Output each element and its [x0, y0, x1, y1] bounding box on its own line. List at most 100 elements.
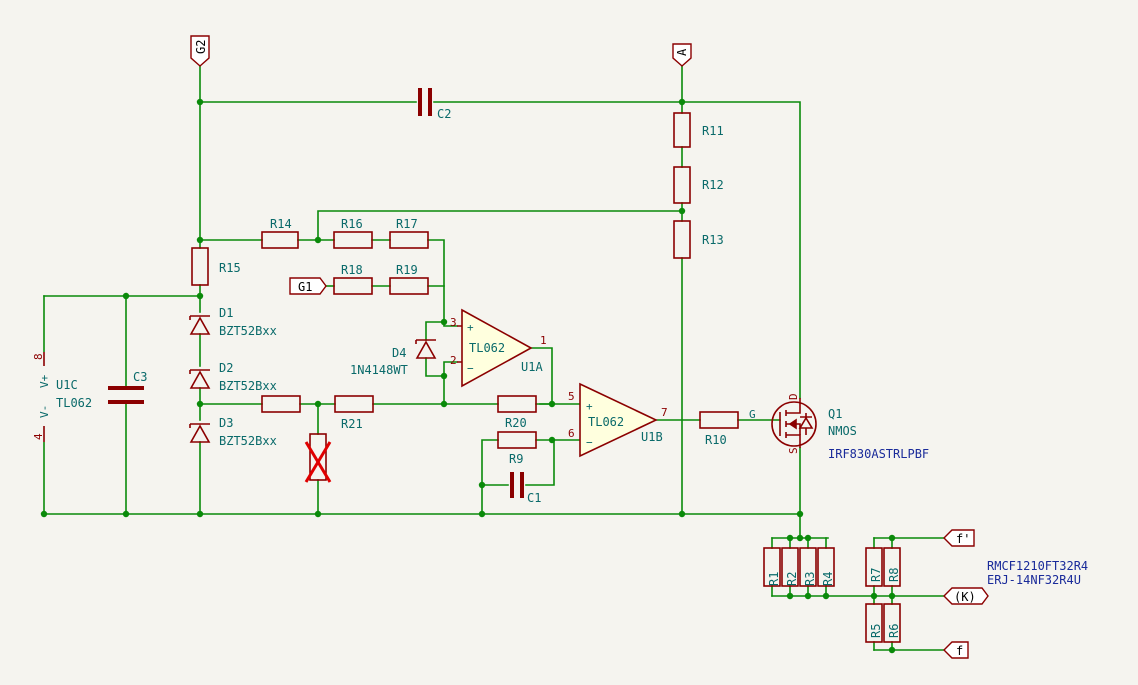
opamp-u1b[interactable]: + − 5 6 7 TL062 U1B: [568, 382, 668, 458]
shunt-part-line2: ERJ-14NF32R4U: [987, 573, 1081, 587]
port-a-label: A: [675, 48, 689, 56]
resistor-r19[interactable]: R19: [389, 263, 429, 295]
d4-ref: D4: [392, 346, 406, 360]
port-a[interactable]: A: [672, 43, 692, 67]
r9-ref: R9: [509, 452, 523, 466]
opamp-u1c-power[interactable]: 8 V+ V- 4 U1C TL062: [32, 352, 92, 442]
shunt-part-numbers: RMCF1210FT32R4 ERJ-14NF32R4U: [987, 559, 1088, 587]
r16-ref: R16: [341, 217, 363, 231]
resistor-r12[interactable]: R12: [673, 166, 724, 204]
resistor-r13[interactable]: R13: [673, 220, 724, 259]
u1a-pin-1: 1: [540, 334, 547, 347]
u1c-vplus-label: V+: [38, 374, 51, 388]
r4-ref: R4: [821, 572, 835, 586]
zener-d3[interactable]: D3 BZT52Bxx: [189, 416, 277, 448]
resistor-r4[interactable]: R4: [817, 547, 835, 587]
q1-ref: Q1: [828, 407, 842, 421]
diode-d4[interactable]: D4 1N4148WT: [350, 339, 437, 377]
u1c-pin-8: 8: [32, 353, 45, 360]
r7-ref: R7: [869, 568, 883, 582]
d3-value: BZT52Bxx: [219, 434, 277, 448]
port-g2[interactable]: G2: [190, 35, 210, 67]
resistor-r2[interactable]: R2: [781, 547, 799, 587]
u1c-ref: U1C: [56, 378, 78, 392]
u1b-plus-symbol: +: [586, 400, 593, 413]
port-k[interactable]: (K): [943, 587, 989, 605]
port-f-prime[interactable]: f': [943, 529, 975, 547]
u1b-minus-symbol: −: [586, 436, 593, 449]
c3-ref: C3: [133, 370, 147, 384]
q1-pin-d: D: [787, 393, 800, 400]
port-f[interactable]: f: [943, 641, 969, 659]
mosfet-q1[interactable]: G D S Q1 NMOS IRF830ASTRLPBF: [749, 393, 929, 461]
shunt-part-line1: RMCF1210FT32R4: [987, 559, 1088, 573]
d2-value: BZT52Bxx: [219, 379, 277, 393]
q1-value: NMOS: [828, 424, 857, 438]
opamp-u1a[interactable]: + − 3 2 1 TL062 U1A: [450, 308, 547, 388]
resistor-r10[interactable]: R10: [699, 411, 739, 447]
capacitor-c3[interactable]: C3: [108, 370, 147, 404]
resistor-r1[interactable]: R1: [763, 547, 781, 587]
u1a-pin-3: 3: [450, 316, 457, 329]
resistor-r14[interactable]: R14: [261, 217, 299, 249]
d4-value: 1N4148WT: [350, 363, 408, 377]
r1-ref: R1: [767, 572, 781, 586]
port-g1-label: G1: [298, 280, 312, 294]
r8-ref: R8: [887, 568, 901, 582]
resistor-r3[interactable]: R3: [799, 547, 817, 587]
u1b-ref: U1B: [641, 430, 663, 444]
u1a-minus-symbol: −: [467, 362, 474, 375]
r18-ref: R18: [341, 263, 363, 277]
u1b-pin-7: 7: [661, 406, 668, 419]
resistor-r18[interactable]: R18: [333, 263, 373, 295]
capacitor-c1[interactable]: C1: [510, 472, 541, 505]
q1-pin-s: S: [787, 447, 800, 454]
r10-ref: R10: [705, 433, 727, 447]
resistor-r17[interactable]: R17: [389, 217, 429, 249]
r17-ref: R17: [396, 217, 418, 231]
u1a-plus-symbol: +: [467, 321, 474, 334]
resistor-r15[interactable]: R15: [191, 247, 241, 286]
resistor-r21[interactable]: R21: [334, 395, 374, 431]
d1-value: BZT52Bxx: [219, 324, 277, 338]
junctions: [40, 98, 896, 654]
r15-ref: R15: [219, 261, 241, 275]
r13-ref: R13: [702, 233, 724, 247]
port-g1[interactable]: G1: [289, 277, 327, 295]
r12-ref: R12: [702, 178, 724, 192]
zener-d1[interactable]: D1 BZT52Bxx: [189, 306, 277, 338]
port-g2-label: G2: [194, 40, 208, 54]
resistor-r5[interactable]: R5: [865, 603, 883, 643]
u1b-value: TL062: [588, 415, 624, 429]
resistor-r8[interactable]: R8: [883, 547, 901, 587]
u1a-ref: U1A: [521, 360, 543, 374]
r5-ref: R5: [869, 624, 883, 638]
u1c-vminus-label: V-: [38, 405, 51, 418]
u1a-pin-2: 2: [450, 354, 457, 367]
port-f-prime-label: f': [956, 532, 970, 546]
u1a-value: TL062: [469, 341, 505, 355]
q1-part-number: IRF830ASTRLPBF: [828, 447, 929, 461]
u1c-pin-4: 4: [32, 433, 45, 440]
resistor-r6[interactable]: R6: [883, 603, 901, 643]
resistor-r9[interactable]: R9: [497, 431, 537, 466]
q1-gate-label: G: [749, 408, 756, 421]
zener-d2[interactable]: D2 BZT52Bxx: [189, 361, 277, 393]
d1-ref: D1: [219, 306, 233, 320]
u1b-pin-6: 6: [568, 427, 575, 440]
resistor-r16[interactable]: R16: [333, 217, 373, 249]
resistor-r21-left[interactable]: [261, 395, 301, 413]
capacitor-c2[interactable]: C2: [418, 88, 451, 121]
r11-ref: R11: [702, 124, 724, 138]
r14-ref: R14: [270, 217, 292, 231]
r19-ref: R19: [396, 263, 418, 277]
resistor-r11[interactable]: R11: [673, 112, 724, 148]
resistor-r7[interactable]: R7: [865, 547, 883, 587]
port-f-label: f: [956, 644, 963, 658]
d3-ref: D3: [219, 416, 233, 430]
resistor-r20[interactable]: R20: [497, 395, 537, 430]
resistor-unlabeled-nc[interactable]: [304, 433, 332, 483]
r21-ref: R21: [341, 417, 363, 431]
u1b-pin-5: 5: [568, 390, 575, 403]
r20-ref: R20: [505, 416, 527, 430]
